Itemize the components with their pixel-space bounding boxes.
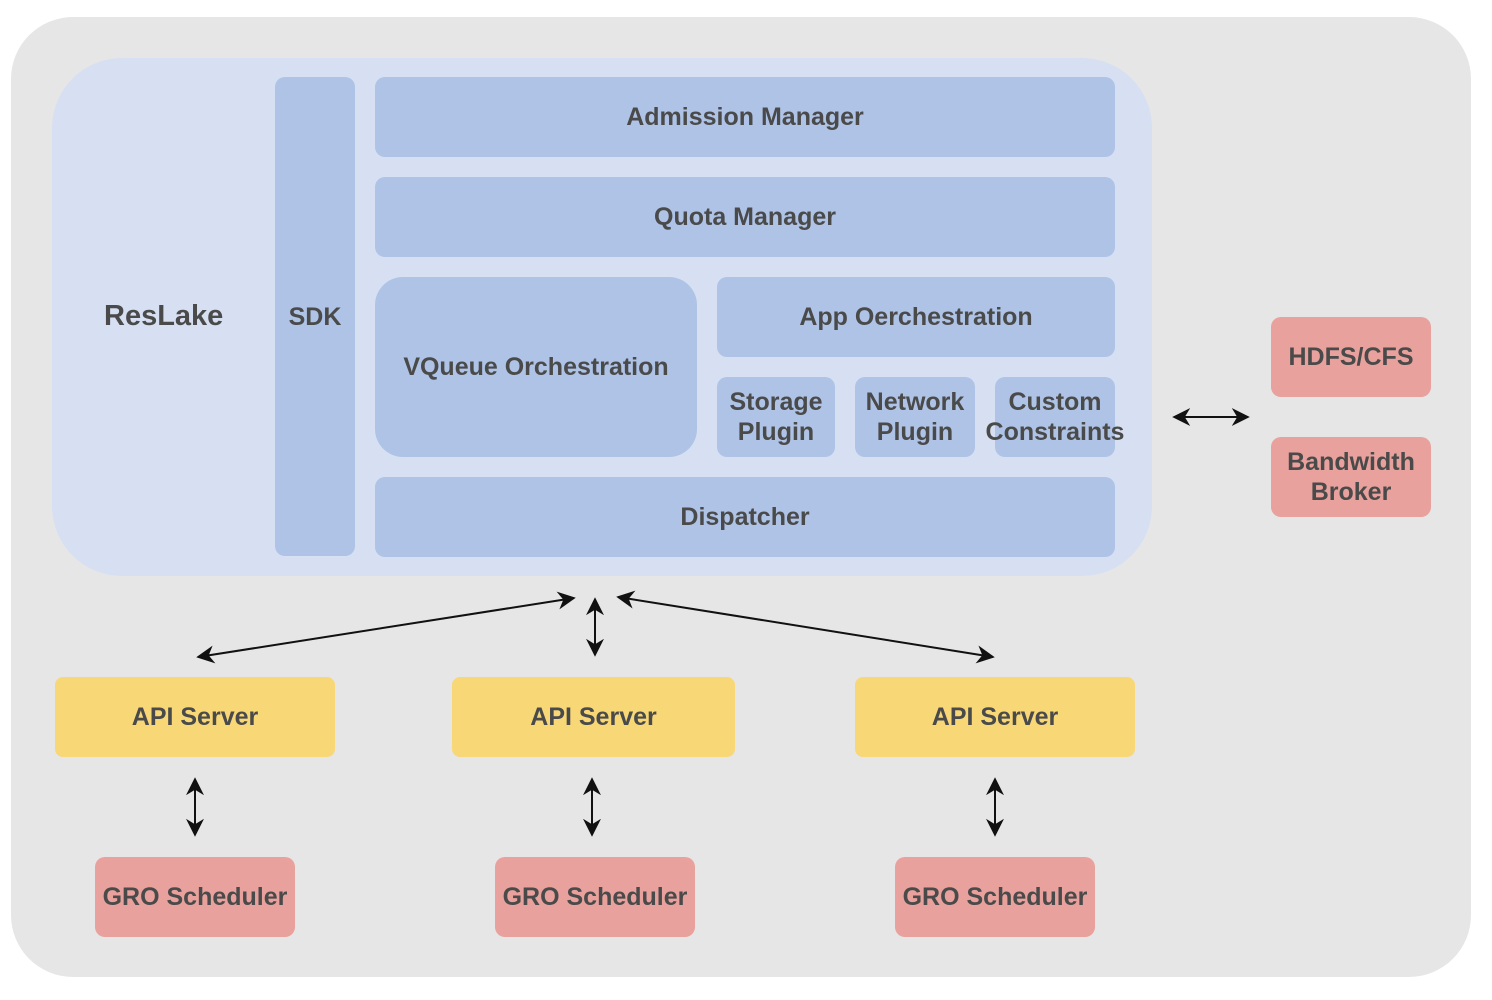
gro-scheduler-label-1: GRO Scheduler (102, 883, 288, 911)
storage-plugin-label-line2: Plugin (737, 418, 815, 446)
gro-scheduler-label-2: GRO Scheduler (502, 883, 688, 911)
api-server-box-3: API Server (855, 677, 1135, 757)
admission-manager-box: Admission Manager (375, 77, 1115, 157)
sdk-label: SDK (288, 302, 342, 331)
custom-constraints-label-line2: Constraints (985, 418, 1125, 446)
api-server-label-1: API Server (131, 703, 259, 731)
storage-plugin-box: Storage Plugin (717, 377, 835, 457)
bandwidth-broker-label-line2: Broker (1310, 478, 1392, 506)
app-orchestration-label: App Oerchestration (799, 303, 1033, 331)
hdfs-cfs-box: HDFS/CFS (1271, 317, 1431, 397)
network-plugin-label-line2: Plugin (876, 418, 954, 446)
api-server-box-1: API Server (55, 677, 335, 757)
quota-manager-label: Quota Manager (654, 203, 836, 231)
vqueue-orchestration-box: VQueue Orchestration (375, 277, 697, 457)
gro-scheduler-box-1: GRO Scheduler (95, 857, 295, 937)
custom-constraints-label-line1: Custom (1008, 388, 1102, 416)
dispatcher-box: Dispatcher (375, 477, 1115, 557)
network-plugin-label-line1: Network (865, 388, 965, 416)
bandwidth-broker-label-line1: Bandwidth (1287, 448, 1415, 476)
gro-scheduler-box-2: GRO Scheduler (495, 857, 695, 937)
bandwidth-broker-box: Bandwidth Broker (1271, 437, 1431, 517)
vqueue-orchestration-label: VQueue Orchestration (403, 353, 669, 381)
api-server-box-2: API Server (452, 677, 735, 757)
app-orchestration-box: App Oerchestration (717, 277, 1115, 357)
reslake-title: ResLake (104, 300, 224, 332)
gro-scheduler-box-3: GRO Scheduler (895, 857, 1095, 937)
api-server-label-3: API Server (931, 703, 1059, 731)
network-plugin-box: Network Plugin (855, 377, 975, 457)
dispatcher-label: Dispatcher (680, 503, 810, 531)
api-server-label-2: API Server (530, 703, 657, 731)
storage-plugin-label-line1: Storage (729, 388, 823, 416)
custom-constraints-box: Custom Constraints (986, 377, 1124, 457)
hdfs-cfs-label: HDFS/CFS (1288, 343, 1414, 371)
sdk-box: SDK (275, 77, 355, 556)
admission-manager-label: Admission Manager (626, 103, 864, 131)
quota-manager-box: Quota Manager (375, 177, 1115, 257)
gro-scheduler-label-3: GRO Scheduler (902, 883, 1088, 911)
